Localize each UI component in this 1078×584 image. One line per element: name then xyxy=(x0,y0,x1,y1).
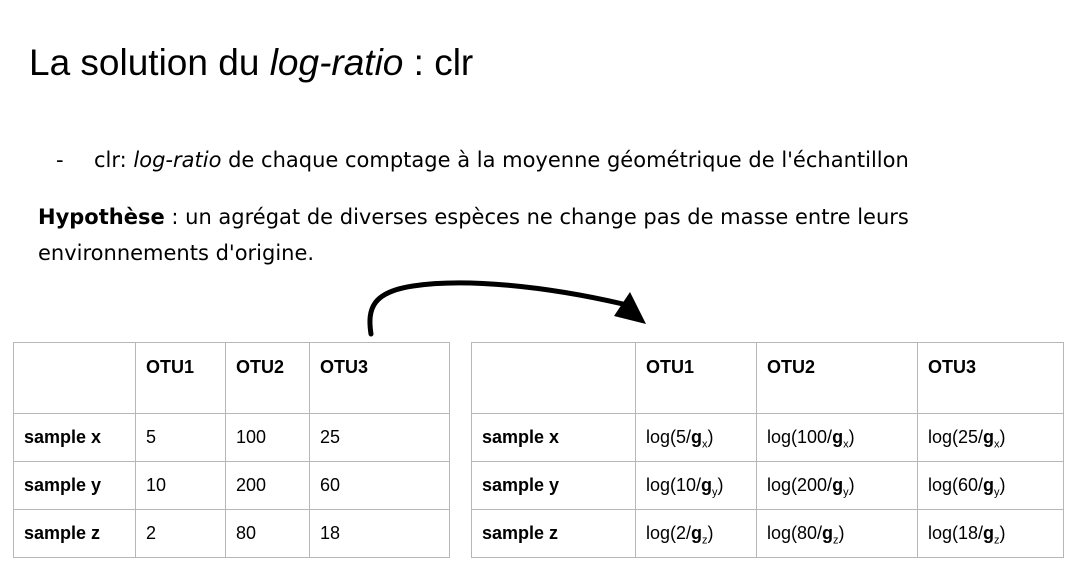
cell-prefix: log(200/ xyxy=(767,475,833,495)
geometric-mean-symbol: g xyxy=(691,427,703,447)
geometric-mean-symbol: g xyxy=(701,475,713,495)
geometric-mean-symbol: g xyxy=(983,427,995,447)
table-cell: 80 xyxy=(225,509,310,558)
table-cell: 25 xyxy=(309,413,450,462)
table-cell: log(25/gx) xyxy=(917,413,1064,462)
row-label: sample x xyxy=(13,413,136,462)
sample-subscript: z xyxy=(833,534,839,547)
sample-subscript: z xyxy=(702,534,708,547)
sample-subscript: y xyxy=(712,486,718,499)
cell-prefix: log(2/ xyxy=(646,523,692,543)
table-corner-cell xyxy=(471,342,636,414)
bullet-rest: de chaque comptage à la moyenne géométri… xyxy=(221,148,909,172)
row-label: sample z xyxy=(13,509,136,558)
bullet-point: - clr: log-ratio de chaque comptage à la … xyxy=(56,142,909,178)
cell-prefix: log(18/ xyxy=(928,523,984,543)
column-header: OTU1 xyxy=(135,342,226,414)
row-label: sample y xyxy=(13,461,136,510)
cell-prefix: log(25/ xyxy=(928,427,984,447)
cell-prefix: log(60/ xyxy=(928,475,984,495)
table-corner-cell xyxy=(13,342,136,414)
close-paren: ) xyxy=(717,475,724,495)
table-cell: 2 xyxy=(135,509,226,558)
table-cell: log(10/gy) xyxy=(635,461,757,510)
hypothesis-label: Hypothèse xyxy=(38,205,165,229)
column-header: OTU1 xyxy=(635,342,757,414)
table-cell: 200 xyxy=(225,461,310,510)
hypothesis-text: : un agrégat de diverses espèces ne chan… xyxy=(38,205,909,265)
close-paren: ) xyxy=(848,427,855,447)
row-label: sample x xyxy=(471,413,636,462)
bullet-italic: log-ratio xyxy=(133,148,222,172)
close-paren: ) xyxy=(838,523,845,543)
column-header: OTU2 xyxy=(756,342,918,414)
column-header: OTU3 xyxy=(917,342,1064,414)
close-paren: ) xyxy=(848,475,855,495)
sample-subscript: y xyxy=(994,486,1000,499)
cell-prefix: log(5/ xyxy=(646,427,692,447)
close-paren: ) xyxy=(707,523,714,543)
row-label: sample z xyxy=(471,509,636,558)
table-cell: log(200/gy) xyxy=(756,461,918,510)
geometric-mean-symbol: g xyxy=(832,475,844,495)
table-cell: 5 xyxy=(135,413,226,462)
sample-subscript: x xyxy=(702,438,708,451)
table-cell: log(18/gz) xyxy=(917,509,1064,558)
bullet-lead: clr: xyxy=(94,148,134,172)
table-cell: 100 xyxy=(225,413,310,462)
table-cell: 18 xyxy=(309,509,450,558)
curved-arrow-icon xyxy=(367,280,646,337)
table-cell: log(80/gz) xyxy=(756,509,918,558)
geometric-mean-symbol: g xyxy=(832,427,844,447)
column-header: OTU3 xyxy=(309,342,450,414)
close-paren: ) xyxy=(707,427,714,447)
cell-prefix: log(10/ xyxy=(646,475,702,495)
sample-subscript: x xyxy=(994,438,1000,451)
sample-subscript: z xyxy=(994,534,1000,547)
geometric-mean-symbol: g xyxy=(691,523,703,543)
table-cell: 10 xyxy=(135,461,226,510)
table-cell: log(100/gx) xyxy=(756,413,918,462)
close-paren: ) xyxy=(999,475,1006,495)
table-cell: 60 xyxy=(309,461,450,510)
slide-title: La solution du log-ratio : clr xyxy=(29,40,473,86)
title-italic: log-ratio xyxy=(269,42,404,83)
geometric-mean-symbol: g xyxy=(983,523,995,543)
title-main: La solution du xyxy=(29,42,270,83)
cell-prefix: log(100/ xyxy=(767,427,833,447)
row-label: sample y xyxy=(471,461,636,510)
close-paren: ) xyxy=(999,427,1006,447)
table-cell: log(2/gz) xyxy=(635,509,757,558)
column-header: OTU2 xyxy=(225,342,310,414)
table-cell: log(60/gy) xyxy=(917,461,1064,510)
sample-subscript: x xyxy=(843,438,849,451)
title-tail: : clr xyxy=(403,42,474,83)
cell-prefix: log(80/ xyxy=(767,523,823,543)
geometric-mean-symbol: g xyxy=(822,523,834,543)
table-cell: log(5/gx) xyxy=(635,413,757,462)
hypothesis-paragraph: Hypothèse : un agrégat de diverses espèc… xyxy=(38,199,1038,271)
close-paren: ) xyxy=(999,523,1006,543)
sample-subscript: y xyxy=(843,486,849,499)
geometric-mean-symbol: g xyxy=(983,475,995,495)
bullet-marker: - xyxy=(56,148,64,172)
